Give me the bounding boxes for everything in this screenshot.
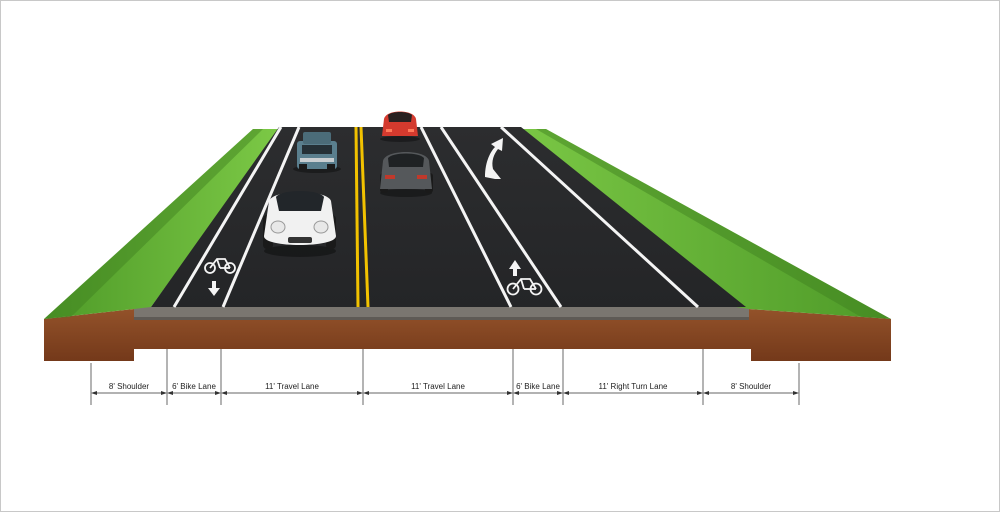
dimension-label: 6' Bike Lane: [172, 382, 216, 391]
right-turn-arrow-icon: [485, 138, 503, 179]
dimension-arrow-right: [557, 391, 563, 395]
soil-base: [44, 307, 891, 361]
dimension-arrow-right: [507, 391, 513, 395]
lane-markings: [172, 125, 700, 309]
left-edge-line: [172, 126, 283, 308]
right-travel-lane-line: [419, 126, 513, 308]
right-grass-embankment: [499, 129, 891, 319]
gray-sedan: [380, 152, 433, 197]
dimension-arrow-left: [363, 391, 369, 395]
dimension-label: 11' Travel Lane: [265, 382, 319, 391]
left-grass-shade: [44, 129, 263, 319]
dimension-arrow-left: [513, 391, 519, 395]
dimension-label: 6' Bike Lane: [516, 382, 560, 391]
right-grass-shade: [536, 129, 891, 319]
soil-layer: [44, 309, 891, 361]
left-bicycle-icon: [204, 258, 236, 274]
gravel-subbase-edge: [134, 317, 749, 320]
center-yellow-line-b: [359, 126, 370, 308]
dimension-arrow-left: [703, 391, 709, 395]
dimension-arrow-left: [167, 391, 173, 395]
dimension-arrow-right: [161, 391, 167, 395]
right-bike-lane-line: [439, 126, 563, 308]
dimension-lines: 8' Shoulder 6' Bike Lane 11' Travel Lane 11…: [90, 349, 800, 405]
white-sports-car: [263, 191, 336, 257]
dimension-arrow-right: [793, 391, 799, 395]
dimension-label: 8' Shoulder: [109, 382, 150, 391]
arrow-up-icon: [509, 260, 521, 276]
dimension-arrow-right: [357, 391, 363, 395]
dimension-arrow-left: [221, 391, 227, 395]
dimension-label: 11' Travel Lane: [411, 382, 465, 391]
dimension-arrow-right: [215, 391, 221, 395]
blue-pickup-truck: [293, 132, 341, 173]
dimension-label: 8' Shoulder: [731, 382, 772, 391]
center-yellow-line-a: [354, 126, 360, 308]
left-bike-lane-line: [221, 126, 301, 308]
dimension-arrow-left: [563, 391, 569, 395]
dimension-arrow-left: [91, 391, 97, 395]
dimension-label: 11' Right Turn Lane: [599, 382, 669, 391]
dimension-arrow-right: [697, 391, 703, 395]
right-edge-line: [499, 125, 700, 309]
gravel-subbase: [134, 307, 749, 319]
right-bicycle-icon: [506, 278, 543, 296]
red-sedan: [380, 111, 420, 142]
left-grass-embankment: [44, 129, 279, 319]
asphalt-roadway: [151, 127, 746, 307]
arrow-down-icon: [208, 281, 220, 296]
